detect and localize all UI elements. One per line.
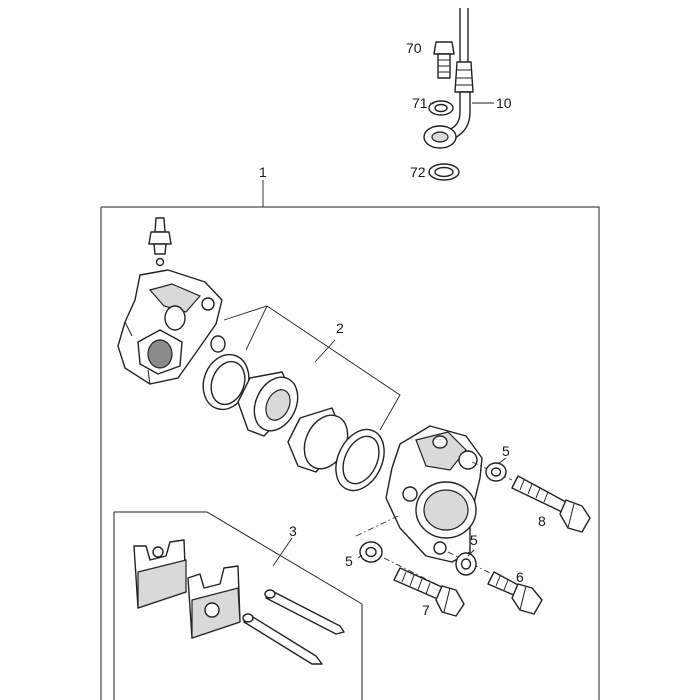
callout-5-upper: 5	[502, 443, 510, 459]
brake-pad-front	[133, 539, 187, 609]
piston-seal-left	[202, 353, 250, 411]
small-seal-ring	[210, 335, 226, 353]
caliper-body-right	[385, 425, 483, 563]
callout-3: 3	[289, 523, 297, 539]
bolt-left	[393, 567, 465, 617]
caliper-body-left	[117, 269, 223, 385]
bleed-nipple	[148, 217, 172, 267]
copper-washer-upper	[428, 100, 454, 116]
brake-pad-rear	[187, 565, 241, 639]
retaining-pin-lower	[242, 613, 323, 665]
piston-seal-right	[335, 428, 385, 492]
callout-7: 7	[422, 602, 430, 618]
piston-right	[287, 407, 349, 473]
callout-5-lower: 5	[470, 532, 478, 548]
callout-5-left: 5	[345, 553, 353, 569]
callout-72: 72	[410, 164, 426, 180]
bolt-right	[487, 571, 543, 615]
copper-washer-lower	[428, 163, 460, 181]
brake-hose-assembly	[423, 8, 474, 149]
piston-left	[237, 371, 299, 437]
callout-8: 8	[538, 513, 546, 529]
callout-70: 70	[406, 40, 422, 56]
bolt-long	[511, 475, 591, 533]
leader-lines	[357, 102, 507, 559]
assembly-frame	[100, 206, 600, 700]
callout-6: 6	[516, 569, 524, 585]
washer-upper-right	[485, 462, 507, 482]
callout-2: 2	[336, 320, 344, 336]
banjo-bolt	[433, 41, 455, 79]
retaining-pin-upper	[264, 589, 345, 635]
callout-1: 1	[259, 164, 267, 180]
washer-lower-right	[455, 552, 477, 576]
brake-pad-kit	[113, 511, 363, 700]
callout-10: 10	[496, 95, 512, 111]
washer-left	[359, 541, 383, 563]
piston-kit	[202, 305, 401, 492]
callout-71: 71	[412, 95, 428, 111]
